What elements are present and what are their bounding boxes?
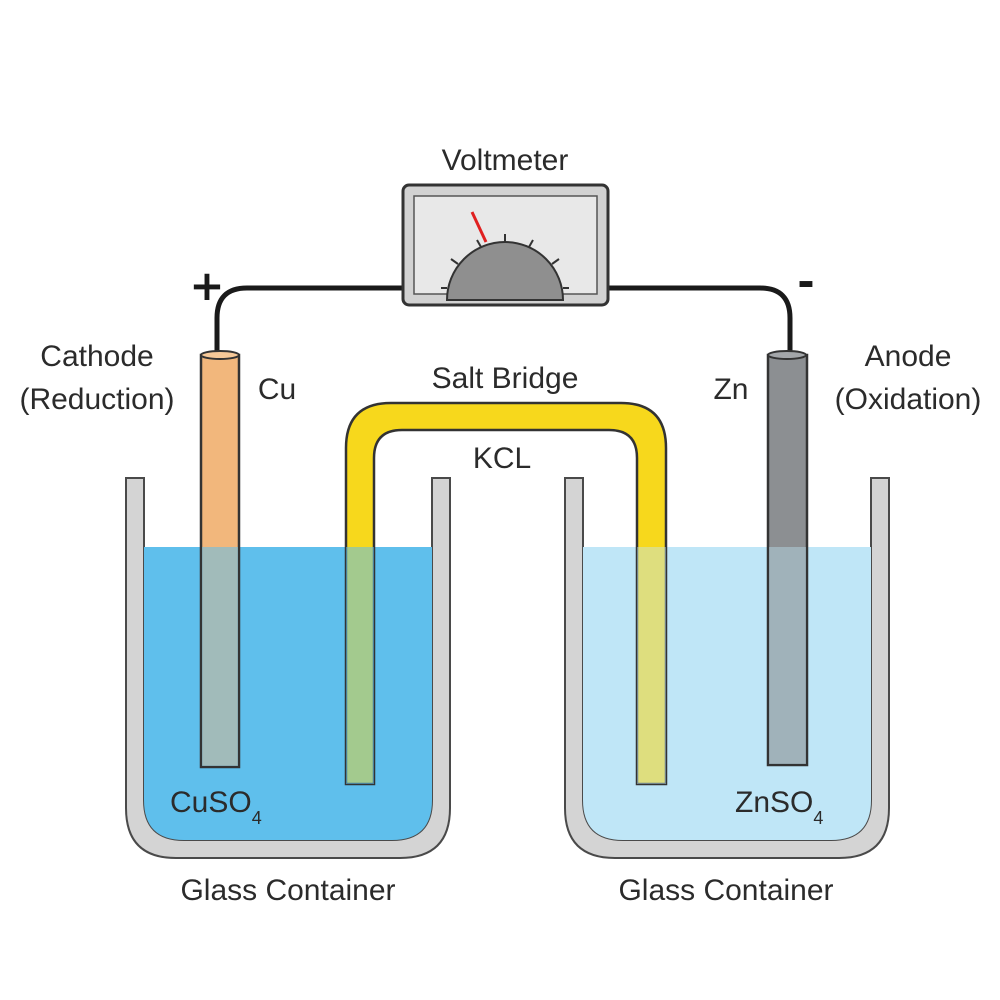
voltmeter-scale-ticks [441, 234, 569, 289]
znso4-solution [583, 547, 871, 840]
kcl-label: KCL [473, 442, 531, 475]
voltmeter-needle [470, 211, 488, 243]
salt-bridge-tube [344, 401, 668, 786]
voltmeter-label: Voltmeter [442, 144, 569, 177]
salt-bridge [344, 401, 668, 786]
voltmeter-dial [445, 241, 565, 301]
zinc-rod-top [767, 350, 807, 360]
voltmeter: Voltmeter [401, 144, 610, 307]
zinc-label: Zn [713, 373, 748, 406]
copper-label: Cu [258, 373, 296, 406]
zinc-electrode [766, 350, 809, 767]
right-container-label: Glass Container [618, 874, 833, 907]
positive-terminal-sign: + [189, 261, 224, 310]
znso4-formula: ZnSO4 [735, 786, 823, 828]
zinc-rod-submerged [769, 547, 806, 764]
left-container-label: Glass Container [180, 874, 395, 907]
anode-label: Anode [865, 340, 952, 373]
copper-rod-top [200, 350, 240, 360]
copper-electrode [199, 350, 241, 769]
znso4-base: ZnSO [735, 786, 813, 819]
cathode-label: Cathode [40, 340, 153, 373]
salt-bridge-submerged-right [637, 547, 666, 784]
negative-terminal-sign: - [797, 257, 814, 306]
zinc-rod [766, 353, 809, 767]
cuso4-subscript: 4 [252, 808, 262, 828]
salt-bridge-label: Salt Bridge [432, 362, 579, 395]
salt-bridge-submerged-left [346, 547, 374, 784]
anode-process-label: (Oxidation) [835, 383, 982, 416]
znso4-subscript: 4 [813, 808, 823, 828]
copper-rod-submerged [202, 547, 238, 766]
external-wire [214, 285, 793, 355]
cuso4-formula: CuSO4 [170, 786, 262, 828]
right-beaker [564, 477, 890, 859]
cathode-process-label: (Reduction) [19, 383, 174, 416]
cuso4-base: CuSO [170, 786, 252, 819]
